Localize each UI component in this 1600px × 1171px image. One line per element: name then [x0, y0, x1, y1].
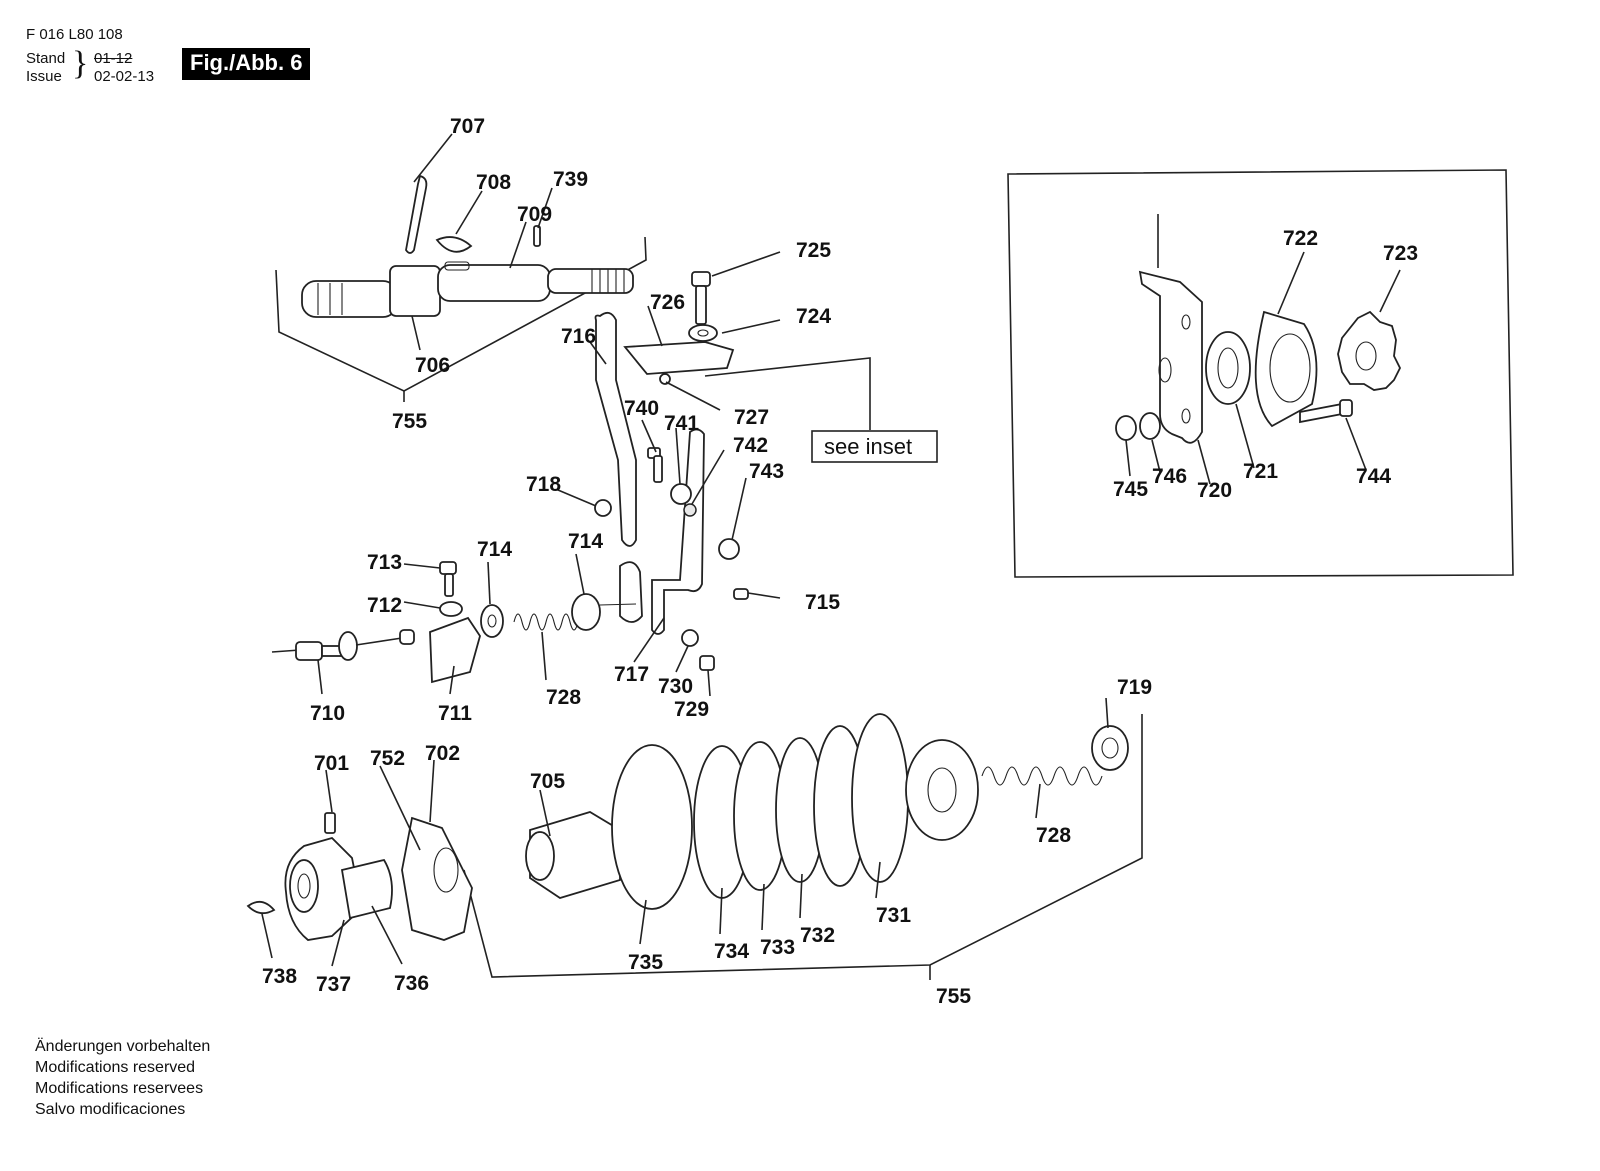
- label-708: 708: [476, 171, 511, 194]
- stand-label: Stand: [26, 50, 66, 67]
- notice-french: Modifications reservees: [35, 1080, 204, 1097]
- issue-label: Issue: [26, 68, 62, 85]
- label-739: 739: [553, 168, 588, 191]
- stand-issue-labels: Stand Issue: [26, 50, 65, 86]
- document-number: F 016 L80 108: [26, 26, 123, 43]
- label-738: 738: [262, 965, 297, 988]
- issue-date: 02-02-13: [94, 68, 155, 85]
- label-724: 724: [796, 305, 831, 328]
- struck-old-date: 01-12: [94, 50, 133, 67]
- header-brace: }: [72, 45, 89, 82]
- label-735: 735: [628, 951, 663, 974]
- see-inset-box: see inset: [811, 430, 938, 463]
- label-705: 705: [530, 770, 565, 793]
- label-729: 729: [674, 698, 709, 721]
- label-714-right: 714: [568, 530, 603, 553]
- lever-mechanism: [557, 251, 871, 663]
- label-721: 721: [1243, 460, 1278, 483]
- label-737: 737: [316, 973, 351, 996]
- notice-spanish: Salvo modificaciones: [35, 1101, 186, 1118]
- notice-german: Änderungen vorbehalten: [35, 1038, 211, 1055]
- label-733: 733: [760, 936, 795, 959]
- see-inset-note: see inset: [824, 434, 912, 459]
- label-745: 745: [1113, 478, 1148, 501]
- label-742: 742: [733, 434, 768, 457]
- label-744: 744: [1356, 465, 1391, 488]
- inset-panel: [1007, 169, 1514, 578]
- modification-notice: Änderungen vorbehalten Modifications res…: [35, 1036, 210, 1120]
- label-731: 731: [876, 904, 911, 927]
- label-718: 718: [526, 473, 561, 496]
- label-740: 740: [624, 397, 659, 420]
- label-755-bottom: 755: [936, 985, 971, 1008]
- label-712: 712: [367, 594, 402, 617]
- label-716: 716: [561, 325, 596, 348]
- label-714-left: 714: [477, 538, 512, 561]
- label-726: 726: [650, 291, 685, 314]
- label-755-top: 755: [392, 410, 427, 433]
- notice-english: Modifications reserved: [35, 1059, 196, 1076]
- cable-spring-assembly: [271, 553, 715, 697]
- label-728-top: 728: [546, 686, 581, 709]
- label-713: 713: [367, 551, 402, 574]
- label-715: 715: [805, 591, 840, 614]
- label-741: 741: [664, 412, 699, 435]
- label-707: 707: [450, 115, 485, 138]
- part-labels: 707 708 739 709 706 755 725 726 724 716 …: [262, 115, 1418, 1008]
- label-736: 736: [394, 972, 429, 995]
- clutch-assembly: [246, 697, 1143, 980]
- label-730: 730: [658, 675, 693, 698]
- label-702: 702: [425, 742, 460, 765]
- label-722: 722: [1283, 227, 1318, 250]
- label-732: 732: [800, 924, 835, 947]
- label-746: 746: [1152, 465, 1187, 488]
- label-706: 706: [415, 354, 450, 377]
- shaft-assembly: [275, 133, 647, 402]
- label-725: 725: [796, 239, 831, 262]
- figure-badge: Fig./Abb. 6: [182, 48, 311, 80]
- label-719: 719: [1117, 676, 1152, 699]
- label-711: 711: [438, 702, 472, 725]
- label-717: 717: [614, 663, 649, 686]
- label-752: 752: [370, 747, 405, 770]
- label-723: 723: [1383, 242, 1418, 265]
- label-720: 720: [1197, 479, 1232, 502]
- label-727: 727: [734, 406, 769, 429]
- label-701: 701: [314, 752, 349, 775]
- label-743: 743: [749, 460, 784, 483]
- label-710: 710: [310, 702, 345, 725]
- label-709: 709: [517, 203, 552, 226]
- label-734: 734: [714, 940, 749, 963]
- label-728-bottom: 728: [1036, 824, 1071, 847]
